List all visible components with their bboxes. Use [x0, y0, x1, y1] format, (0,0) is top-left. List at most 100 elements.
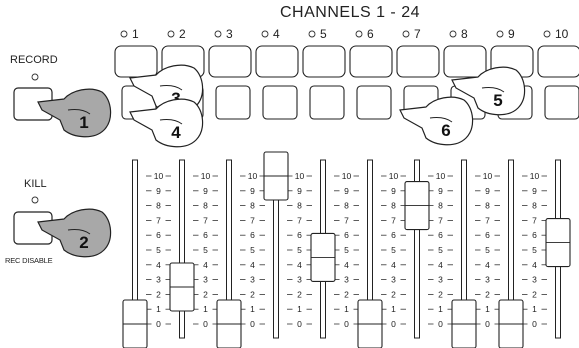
scale-label: 7	[203, 215, 208, 225]
scale-label: 9	[391, 186, 396, 196]
scale-label: 5	[250, 245, 255, 255]
scale-label: 2	[438, 289, 443, 299]
scale-label: 4	[344, 260, 349, 270]
channel-led	[356, 31, 362, 37]
channel-number: 5	[320, 27, 327, 41]
channel-top-button[interactable]	[397, 46, 439, 77]
scale-label: 1	[156, 304, 161, 314]
channel-top-button[interactable]	[209, 46, 251, 77]
scale-label: 6	[485, 230, 490, 240]
scale-label: 6	[203, 230, 208, 240]
scale-label: 4	[532, 260, 537, 270]
channel-top-button[interactable]	[115, 46, 157, 77]
channel-led	[121, 31, 127, 37]
scale-label: 3	[203, 275, 208, 285]
channel-number: 2	[179, 27, 186, 41]
scale-label: 7	[485, 215, 490, 225]
scale-label: 10	[389, 171, 399, 181]
scale-label: 8	[203, 201, 208, 211]
scale-label: 6	[344, 230, 349, 240]
scale-label: 1	[250, 304, 255, 314]
scale-label: 8	[438, 201, 443, 211]
channel-number: 10	[555, 27, 569, 41]
channel-top-button[interactable]	[256, 46, 298, 77]
callout-number: 6	[441, 121, 450, 140]
scale-label: 5	[532, 245, 537, 255]
scale-label: 3	[391, 275, 396, 285]
callout-number: 1	[79, 113, 88, 132]
scale-label: 1	[297, 304, 302, 314]
scale-label: 6	[297, 230, 302, 240]
scale-label: 2	[391, 289, 396, 299]
scale-label: 0	[344, 319, 349, 329]
channel-number: 1	[132, 27, 139, 41]
scale-label: 10	[295, 171, 305, 181]
channel-number: 9	[508, 27, 515, 41]
scale-label: 0	[485, 319, 490, 329]
channel-led	[497, 31, 503, 37]
scale-label: 0	[391, 319, 396, 329]
scale-label: 9	[485, 186, 490, 196]
channel-select-button[interactable]	[216, 86, 250, 119]
scale-label: 4	[156, 260, 161, 270]
scale-label: 10	[530, 171, 540, 181]
scale-label: 0	[203, 319, 208, 329]
channel-top-button[interactable]	[350, 46, 392, 77]
scale-label: 2	[250, 289, 255, 299]
channel-select-button[interactable]	[310, 86, 344, 119]
scale-label: 4	[391, 260, 396, 270]
callout-number: 5	[493, 91, 502, 110]
scale-label: 7	[250, 215, 255, 225]
scale-label: 2	[344, 289, 349, 299]
channel-number: 8	[461, 27, 468, 41]
scale-label: 5	[438, 245, 443, 255]
scale-label: 0	[532, 319, 537, 329]
scale-label: 5	[344, 245, 349, 255]
channel-number: 7	[414, 27, 421, 41]
scale-label: 7	[156, 215, 161, 225]
scale-label: 9	[297, 186, 302, 196]
scale-label: 2	[297, 289, 302, 299]
scale-label: 9	[438, 186, 443, 196]
scale-label: 8	[250, 201, 255, 211]
scale-label: 0	[438, 319, 443, 329]
channel-select-button[interactable]	[357, 86, 391, 119]
channel-top-button[interactable]	[538, 46, 579, 77]
scale-label: 7	[391, 215, 396, 225]
scale-label: 7	[438, 215, 443, 225]
scale-label: 10	[154, 171, 164, 181]
scale-label: 2	[532, 289, 537, 299]
scale-label: 7	[532, 215, 537, 225]
scale-label: 3	[485, 275, 490, 285]
scale-label: 8	[156, 201, 161, 211]
scale-label: 10	[483, 171, 493, 181]
scale-label: 1	[438, 304, 443, 314]
scale-label: 3	[250, 275, 255, 285]
scale-label: 9	[344, 186, 349, 196]
channel-select-button[interactable]	[545, 86, 579, 119]
scale-label: 10	[248, 171, 258, 181]
scale-label: 5	[391, 245, 396, 255]
channel-top-button[interactable]	[444, 46, 486, 77]
scale-label: 8	[532, 201, 537, 211]
channel-led	[309, 31, 315, 37]
scale-label: 2	[485, 289, 490, 299]
scale-label: 9	[203, 186, 208, 196]
callout-number: 4	[171, 123, 181, 142]
channel-led	[450, 31, 456, 37]
scale-label: 1	[391, 304, 396, 314]
scale-label: 10	[201, 171, 211, 181]
scale-label: 8	[297, 201, 302, 211]
scale-label: 5	[485, 245, 490, 255]
scale-label: 0	[297, 319, 302, 329]
channel-led	[215, 31, 221, 37]
scale-label: 10	[436, 171, 446, 181]
channel-select-button[interactable]	[263, 86, 297, 119]
channel-top-button[interactable]	[303, 46, 345, 77]
scale-label: 6	[532, 230, 537, 240]
scale-label: 5	[203, 245, 208, 255]
record-led	[32, 74, 38, 80]
scale-label: 0	[250, 319, 255, 329]
channel-led	[168, 31, 174, 37]
